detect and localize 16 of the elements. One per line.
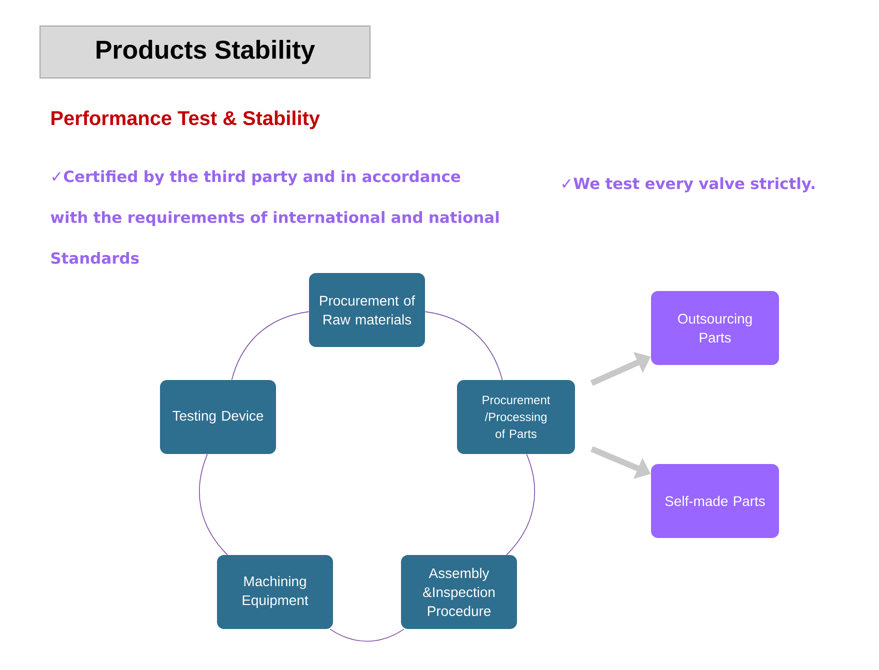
cycle-arc xyxy=(198,454,228,556)
title-box: Products Stability xyxy=(40,26,370,78)
process-box: Procurement /Processing of Parts xyxy=(457,380,575,454)
process-box: Procurement of Raw materials xyxy=(309,272,425,347)
process-box: Testing Device xyxy=(160,380,276,454)
bullet-text: ✓We test every valve strictly. xyxy=(562,177,814,192)
result-box: Outsourcing Parts xyxy=(651,290,779,365)
cycle-arc xyxy=(330,628,404,642)
process-box: Assembly &Inspection Procedure xyxy=(401,554,517,629)
process-box: Machining Equipment xyxy=(217,554,333,629)
cycle-arc xyxy=(424,311,503,380)
bullet-text: ✓Certified by the third party and in accordance with the requirements of international and national Standards xyxy=(50,170,499,264)
result-box: Self-made Parts xyxy=(651,464,779,538)
cycle-arc xyxy=(231,311,310,380)
heading: Performance Test & Stability xyxy=(52,110,320,130)
cycle-arc xyxy=(506,454,536,556)
